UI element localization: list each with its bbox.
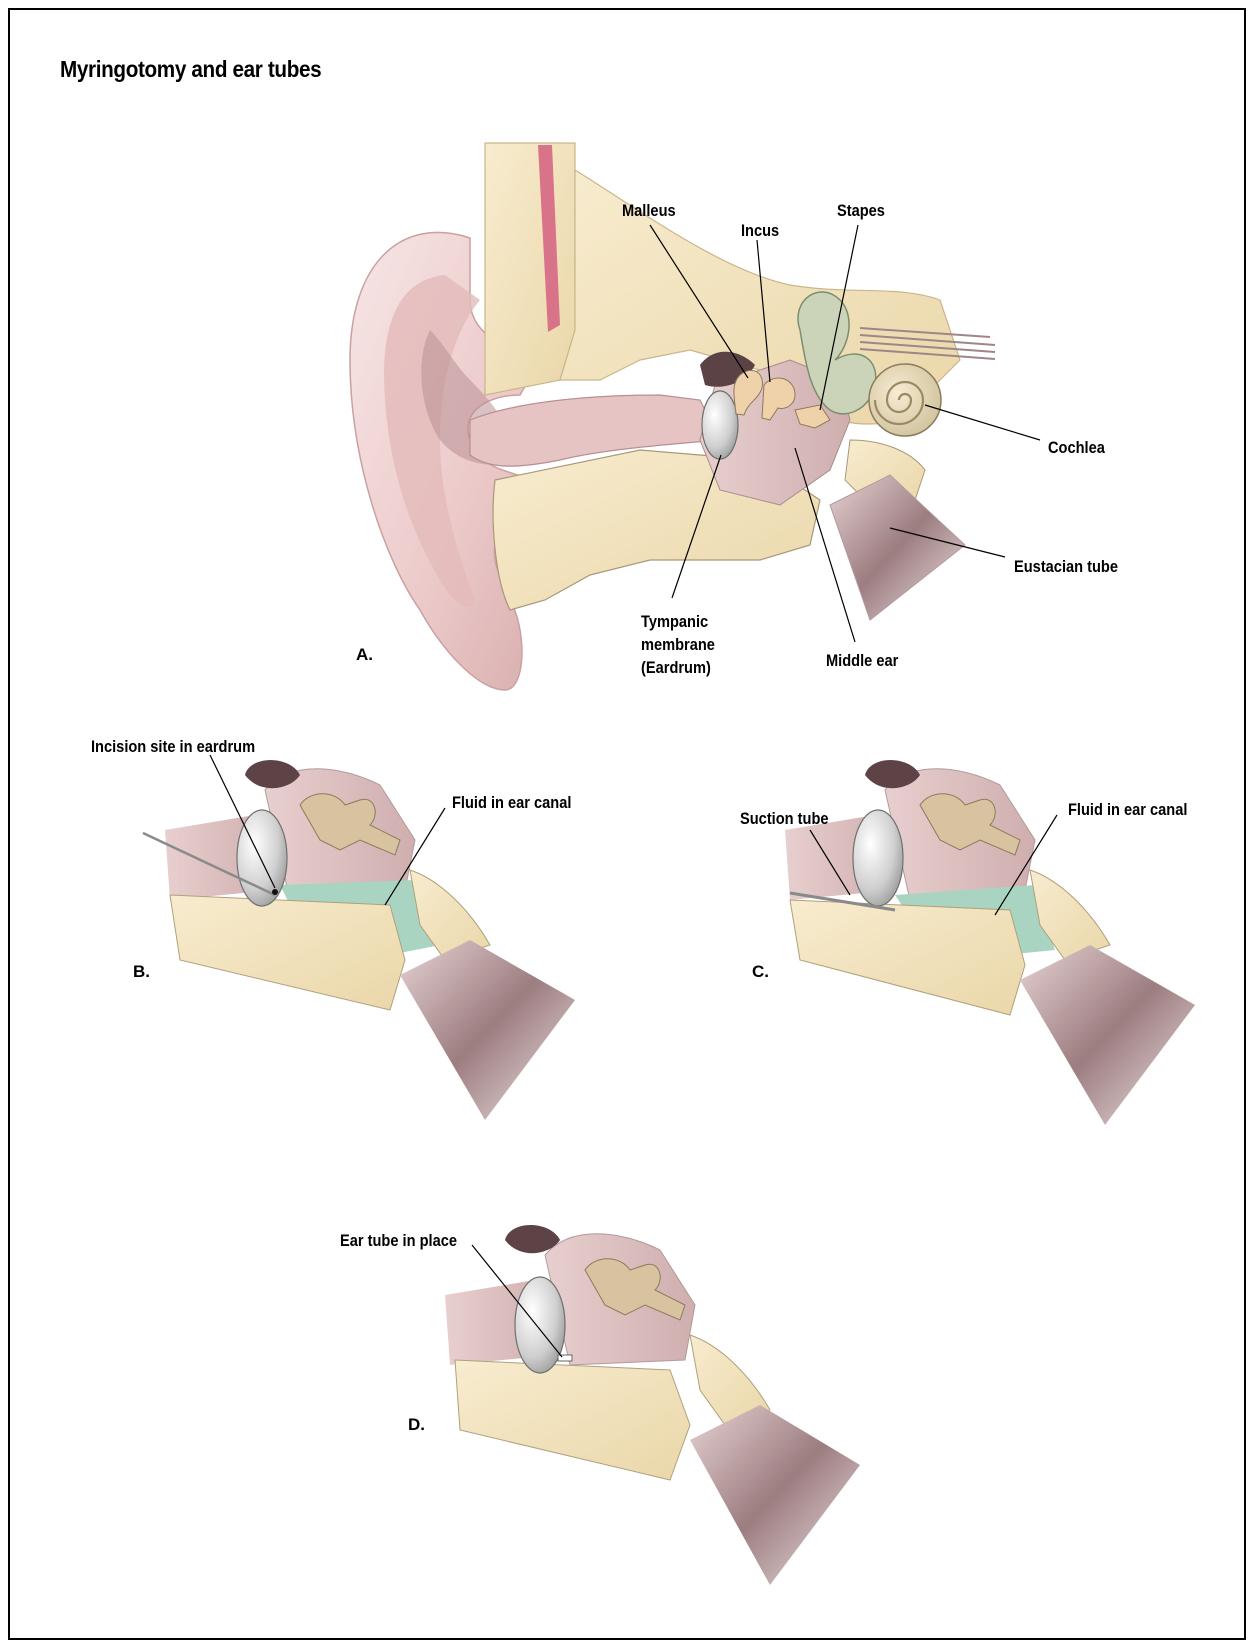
b-incision-dot (272, 889, 278, 895)
c-lower-bone (790, 900, 1025, 1015)
b-lower-bone (170, 895, 405, 1010)
d-ear-tube (558, 1355, 572, 1361)
panel-a-letter: A. (356, 645, 373, 665)
label-ear-tube: Ear tube in place (340, 1230, 457, 1251)
label-fluid-b: Fluid in ear canal (452, 792, 571, 813)
label-incus: Incus (741, 220, 779, 241)
label-malleus: Malleus (622, 200, 676, 221)
eardrum (702, 391, 738, 459)
cochlea-shell (869, 364, 941, 436)
panel-c-letter: C. (752, 962, 769, 982)
panel-b-letter: B. (133, 962, 150, 982)
label-fluid-c: Fluid in ear canal (1068, 799, 1187, 820)
panel-b-diagram (143, 760, 575, 1120)
skull-bone-vertical (485, 143, 575, 395)
label-middle-ear: Middle ear (826, 650, 898, 671)
eustachian-tube (830, 475, 965, 620)
label-suction-tube: Suction tube (740, 808, 829, 829)
label-incision-site: Incision site in eardrum (91, 736, 255, 757)
label-tympanic-line2: membrane (641, 634, 715, 655)
d-lower-bone (455, 1360, 690, 1480)
label-stapes: Stapes (837, 200, 885, 221)
c-eardrum (853, 810, 903, 906)
b-eustachian-tube (400, 940, 575, 1120)
panel-a-ear-diagram (350, 143, 995, 690)
c-eustachian-tube (1020, 945, 1195, 1125)
label-tympanic-line3: (Eardrum) (641, 657, 711, 678)
panel-d-letter: D. (408, 1415, 425, 1435)
label-tympanic-line1: Tympanic (641, 611, 708, 632)
d-eustachian-tube (690, 1405, 860, 1585)
label-eustacian-tube: Eustacian tube (1014, 556, 1118, 577)
label-cochlea: Cochlea (1048, 437, 1105, 458)
panel-d-diagram (445, 1225, 860, 1585)
